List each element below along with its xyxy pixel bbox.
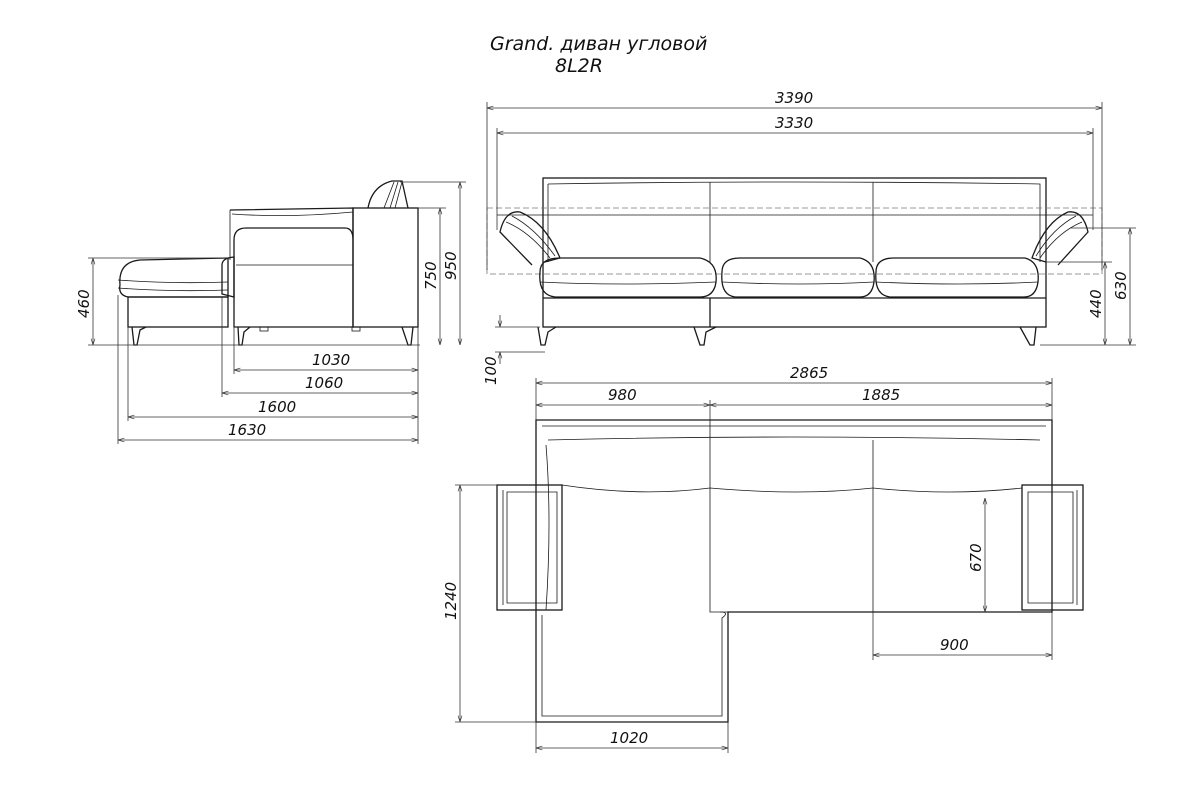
dim-depth: 1240 — [442, 582, 460, 620]
dim-seat-height: 460 — [75, 289, 93, 318]
dim-cushion-width: 900 — [940, 636, 969, 654]
dim-leg-height: 100 — [482, 356, 500, 385]
side-view — [117, 180, 419, 346]
side-view-dimensions: 460 750 950 1030 1060 1600 1630 — [75, 181, 466, 444]
dim-chaise-section: 980 — [608, 386, 637, 404]
dim-main-section: 1885 — [862, 386, 900, 404]
drawing-title: Grand. диван угловой — [490, 33, 707, 55]
dim-1060: 1060 — [305, 374, 343, 392]
top-view — [496, 419, 1084, 723]
dim-total-length: 2865 — [790, 364, 828, 382]
dim-seat-depth: 670 — [967, 543, 985, 572]
dim-1600: 1600 — [258, 398, 296, 416]
dim-1630: 1630 — [228, 421, 266, 439]
dim-1030: 1030 — [312, 351, 350, 369]
drawing-model-code: 8L2R — [555, 55, 603, 77]
front-view — [486, 177, 1103, 346]
dim-inner-width: 3330 — [775, 114, 813, 132]
dim-back-height: 950 — [442, 251, 460, 280]
top-view-dimensions: 2865 980 1885 1240 670 900 1020 — [442, 364, 1053, 753]
dim-seat-h: 440 — [1087, 289, 1105, 318]
dim-arm-height: 750 — [422, 261, 440, 290]
dim-arm-h: 630 — [1112, 271, 1130, 300]
dim-overall-width: 3390 — [775, 89, 813, 107]
dim-chaise-width: 1020 — [610, 729, 648, 747]
front-view-dimensions: 3390 3330 100 440 630 — [482, 89, 1136, 385]
